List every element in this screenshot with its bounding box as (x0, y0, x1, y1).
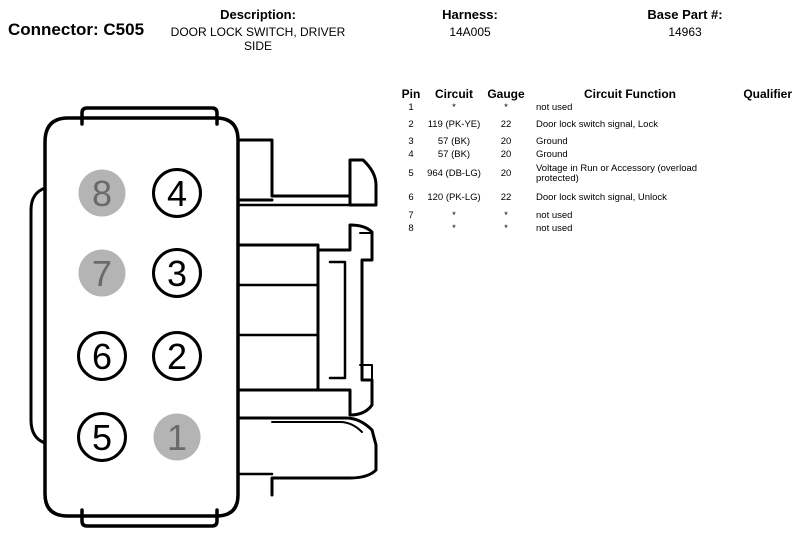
connector-title: Connector: C505 (8, 20, 145, 39)
cell-pin: 7 (408, 209, 414, 221)
description-value: DOOR LOCK SWITCH, DRIVER SIDE (170, 25, 346, 53)
description-label: Description: (220, 7, 296, 22)
cell-pin: 5 (408, 168, 414, 179)
pin-cavity: 7 (78, 249, 126, 297)
pin-number: 5 (92, 417, 112, 458)
cell-circuit: 57 (BK) (437, 135, 471, 147)
pin-number: 4 (167, 173, 187, 214)
cell-pin: 1 (408, 101, 414, 113)
pin-cavity: 3 (152, 248, 202, 298)
cell-pin: 8 (408, 222, 414, 234)
base-part-label: Base Part #: (647, 7, 723, 22)
cell-gauge: * (504, 209, 508, 221)
pin-number: 7 (92, 253, 112, 294)
header-circuit: Circuit (434, 87, 473, 101)
table-row: 2 119 (PK-YE) 22 Door lock switch signal, L… (396, 114, 792, 135)
harness-value: 14A005 (449, 25, 491, 39)
header-gauge: Gauge (487, 87, 525, 101)
cell-pin: 3 (408, 135, 414, 147)
pin-circle-used (152, 168, 202, 218)
pin-cavity: 6 (77, 331, 127, 381)
pin-circle-used (77, 412, 127, 462)
cell-function: Door lock switch signal, Lock (536, 118, 658, 130)
pin-number: 2 (167, 336, 187, 377)
cell-circuit: 120 (PK-LG) (427, 192, 481, 203)
pin-circle-used (152, 248, 202, 298)
cell-function: not used (536, 209, 573, 221)
terminal-housing (236, 138, 378, 207)
pin-circle-unused (153, 413, 201, 461)
pin-circle-used (77, 331, 127, 381)
cell-qualifier (730, 114, 792, 135)
table-row: 1 * * not used (396, 101, 792, 114)
left-bump (29, 186, 47, 445)
table-row: 8 * * not used (396, 222, 792, 235)
pin-circle-unused (78, 169, 126, 217)
cell-circuit: * (452, 222, 456, 234)
cell-gauge: * (504, 101, 508, 113)
pin-cavity: 2 (152, 331, 202, 381)
table-row: 5 964 (DB-LG) 20 Voltage in Run or Accessor… (396, 161, 792, 187)
cell-circuit: 119 (PK-YE) (427, 118, 481, 130)
pin-number: 1 (167, 417, 187, 458)
cell-pin: 6 (408, 192, 414, 203)
cell-gauge: 20 (500, 135, 512, 147)
connector-body (43, 116, 240, 518)
cell-gauge: * (504, 222, 508, 234)
header-pin: Pin (401, 87, 421, 101)
header-qualifier: Qualifier (743, 87, 792, 101)
cell-gauge: 20 (500, 168, 512, 179)
cell-circuit: * (452, 209, 456, 221)
pin-circle-unused (78, 249, 126, 297)
pin-cavity: 5 (77, 412, 127, 462)
table-row: 6 120 (PK-LG) 22 Door lock switch signal, U… (396, 187, 792, 209)
pin-cavity: 1 (153, 413, 201, 461)
cell-function: not used (536, 222, 573, 234)
connector-diagram: 8 4 7 3 6 2 5 1 (29, 106, 378, 528)
cell-function: not used (536, 101, 573, 113)
header-function: Circuit Function (584, 87, 676, 101)
pin-cavity: 8 (78, 169, 126, 217)
cell-gauge: 20 (500, 148, 512, 160)
pin-number: 8 (92, 173, 112, 214)
pin-circle-used (152, 331, 202, 381)
cell-gauge: 22 (500, 192, 512, 203)
pin-number: 3 (167, 253, 187, 294)
pin-table: Pin Circuit Gauge Circuit Function Quali… (396, 86, 792, 235)
cell-qualifier (730, 135, 792, 148)
cell-function: Ground (536, 148, 568, 160)
pin-cavity: 4 (152, 168, 202, 218)
top-latch (80, 106, 219, 126)
cell-qualifier (730, 209, 792, 222)
cell-gauge: 22 (500, 118, 512, 130)
cell-pin: 2 (408, 118, 414, 130)
cell-qualifier (730, 101, 792, 114)
harness-label: Harness: (442, 7, 498, 22)
table-row: 7 * * not used (396, 209, 792, 222)
cell-circuit: 964 (DB-LG) (427, 168, 481, 179)
cell-function: Voltage in Run or Accessory (overload pr… (536, 163, 698, 184)
cell-qualifier (730, 187, 792, 209)
cell-function: Ground (536, 135, 568, 147)
table-row: 4 57 (BK) 20 Ground (396, 148, 792, 161)
bottom-latch (80, 508, 219, 528)
cell-qualifier (730, 222, 792, 235)
cell-qualifier (730, 161, 792, 187)
cell-circuit: * (452, 101, 456, 113)
pin-table-header: Pin Circuit Gauge Circuit Function Quali… (396, 86, 792, 101)
cell-pin: 4 (408, 148, 414, 160)
cell-qualifier (730, 148, 792, 161)
cell-function: Door lock switch signal, Unlock (536, 192, 667, 203)
pin-number: 6 (92, 336, 112, 377)
base-part-value: 14963 (668, 25, 702, 39)
cell-circuit: 57 (BK) (437, 148, 471, 160)
table-row: 3 57 (BK) 20 Ground (396, 135, 792, 148)
